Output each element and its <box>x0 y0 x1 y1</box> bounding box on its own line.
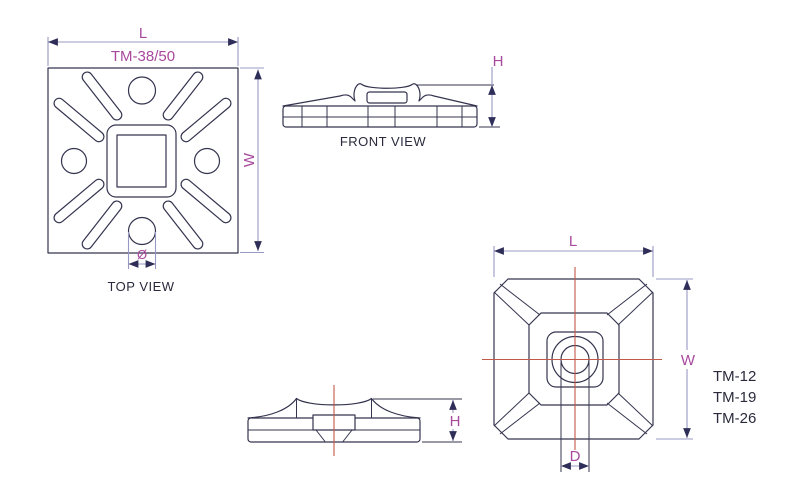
model-list-small: TM-12 TM-19 TM-26 <box>713 368 756 427</box>
centerlines <box>482 267 662 450</box>
dim-label-height-large: H <box>493 53 504 70</box>
model-label-tm12: TM-12 <box>713 368 756 385</box>
top-view-small-mount: L W D TM-12 TM-19 TM-26 <box>482 233 756 472</box>
dim-label-width-large: W <box>241 152 258 167</box>
inner-recess-outline <box>528 312 620 406</box>
dim-width-small: W <box>656 278 696 440</box>
dim-label-height-small: H <box>450 413 461 430</box>
small-plate-outline <box>493 278 654 440</box>
dim-hole-small: D <box>560 362 590 472</box>
center-slot <box>116 134 167 188</box>
dim-width-large: W <box>240 67 264 254</box>
front-view-small-mount: H <box>247 385 462 456</box>
tie-slot <box>366 91 408 104</box>
saddle-profile <box>282 83 478 107</box>
dim-length-large: L <box>47 25 239 66</box>
hole-bottom <box>127 216 157 246</box>
small-saddle-right <box>370 397 421 419</box>
top-view-large-mount: L TM-38/50 W Ø TOP VIEW <box>47 25 264 294</box>
dim-height-small: H <box>373 398 462 443</box>
model-label-tm26: TM-26 <box>713 410 756 427</box>
front-view-large-mount: H FRONT VIEW <box>282 53 504 149</box>
dim-label-width-small: W <box>681 352 696 369</box>
top-view-title: TOP VIEW <box>107 279 174 294</box>
hole-left <box>60 147 88 175</box>
dim-diameter-large: Ø <box>127 232 157 269</box>
small-saddle-left <box>247 397 298 419</box>
dim-label-hole: D <box>570 448 581 465</box>
hole-right <box>193 147 221 175</box>
front-view-title: FRONT VIEW <box>340 134 427 149</box>
model-label-large: TM-38/50 <box>111 48 175 65</box>
hole-top <box>127 76 157 105</box>
dim-length-small: L <box>493 233 654 277</box>
dim-label-length-large: L <box>139 25 147 42</box>
dim-label-diameter: Ø <box>137 247 147 262</box>
base-dividers <box>301 106 463 127</box>
model-label-tm19: TM-19 <box>713 389 756 406</box>
dim-label-length-small: L <box>569 233 577 250</box>
diagonal-ribs <box>53 71 232 250</box>
dim-height-large: H <box>416 53 504 128</box>
corner-ramp-lines <box>493 283 654 435</box>
